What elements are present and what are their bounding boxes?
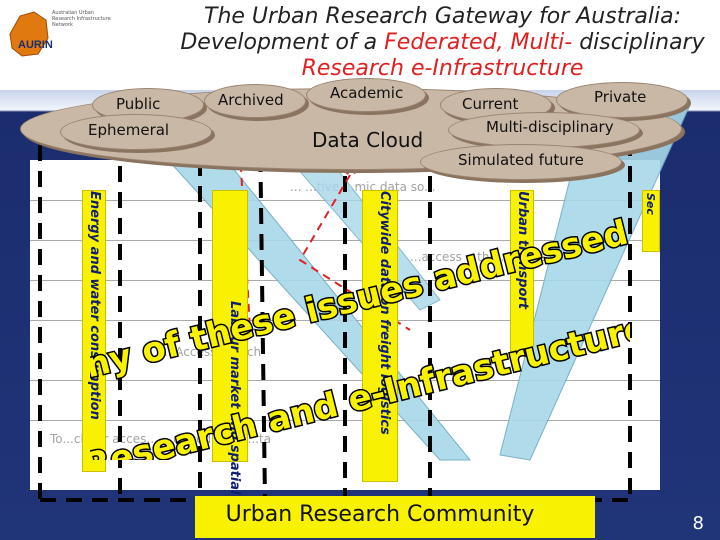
cloud-label-data-cloud: Data Cloud (312, 128, 424, 152)
logo-name: Australian Urban Research Infrastructure… (52, 10, 111, 28)
community-box (195, 496, 595, 538)
cloud-label-simulated: Simulated future (458, 151, 584, 169)
cloud-label-public: Public (116, 95, 161, 113)
bar-edge: Sec (642, 190, 660, 252)
title-part2: disciplinary (579, 30, 705, 55)
page-number: 8 (692, 513, 704, 534)
cloud-label-current: Current (462, 95, 519, 113)
cloud-archived (204, 84, 306, 118)
title-highlight2: Research e-Infrastructure (301, 56, 584, 81)
cloud-label-private: Private (594, 88, 647, 106)
bar-energy: Energy and water consumption (82, 190, 106, 472)
cloud-label-ephemeral: Ephemeral (88, 121, 170, 139)
bar-label-edge: Sec (644, 193, 657, 215)
cloud-private (556, 82, 688, 118)
cloud-label-academic: Academic (330, 84, 404, 102)
table-rule (30, 380, 660, 381)
dashed-line (258, 129, 267, 501)
title-highlight1: Federated, Multi- (384, 30, 573, 55)
title-part1: The Urban Research Gateway for Australia… (180, 4, 681, 55)
cloud-academic (306, 78, 426, 112)
cloud-label-archived: Archived (218, 91, 284, 109)
cloud-simulated (420, 144, 622, 180)
bar-labour: Labour market and spatial (212, 190, 248, 495)
aurin-logo: AURIN (9, 11, 53, 57)
cloud-label-multidisciplinary: Multi-disciplinary (486, 118, 614, 136)
slide-title: The Urban Research Gateway for Australia… (170, 4, 715, 82)
bar-freight: Citywide data on freight logistics (362, 190, 398, 482)
cloud-ephemeral (60, 114, 212, 150)
bar-transport: Urban transport (510, 190, 534, 352)
overlay-text: Many of these issues addressed by e-Rese… (90, 200, 630, 460)
community-label: Urban Research Community (225, 502, 535, 527)
logo-abbr: AURIN (18, 39, 53, 51)
